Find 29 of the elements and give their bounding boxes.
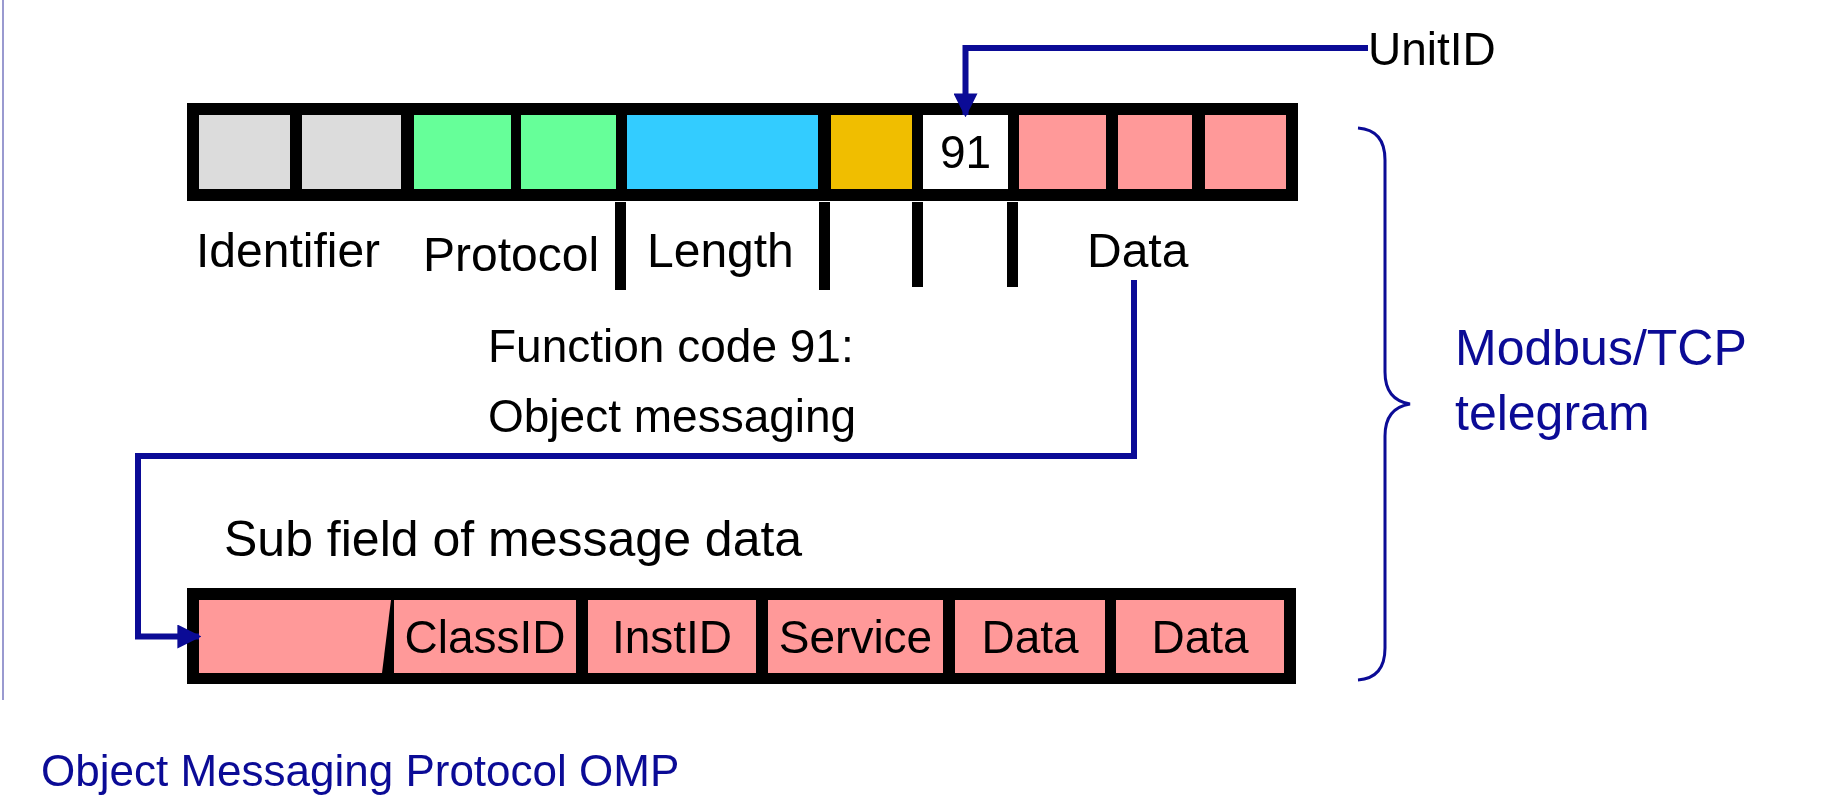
text-label: Identifier <box>196 223 381 279</box>
field-cell <box>302 115 401 189</box>
telegram-frame <box>187 588 1296 684</box>
field-cell: ClassID <box>394 600 576 673</box>
text-label: Protocol <box>423 227 600 283</box>
connector-arrow <box>135 280 1137 649</box>
field-cell <box>199 600 391 673</box>
field-cell <box>627 115 818 189</box>
field-cell <box>199 115 290 189</box>
field-cell: 91 <box>923 115 1008 189</box>
text-label: Sub field of message data <box>224 510 803 569</box>
text-label: Length <box>647 223 794 279</box>
field-cell <box>521 115 616 189</box>
field-cell <box>414 115 511 189</box>
text-label: Function code 91: Object messaging <box>488 319 858 444</box>
telegram-frame <box>187 103 1298 201</box>
field-cell: InstID <box>588 600 756 673</box>
caption: Object Messaging Protocol OMP <box>41 746 680 797</box>
field-cell <box>1205 115 1286 189</box>
field-cell <box>831 115 912 189</box>
field-cell: Service <box>768 600 943 673</box>
field-label: UnitID <box>1368 22 1496 78</box>
field-cell: Data <box>1116 600 1284 673</box>
text-label: Modbus/TCP telegram <box>1455 319 1747 443</box>
field-cell <box>1118 115 1192 189</box>
field-cell: Data <box>955 600 1105 673</box>
connector-arrow <box>953 45 1368 118</box>
field-cell <box>1019 115 1106 189</box>
field-label: Data <box>1087 222 1189 280</box>
